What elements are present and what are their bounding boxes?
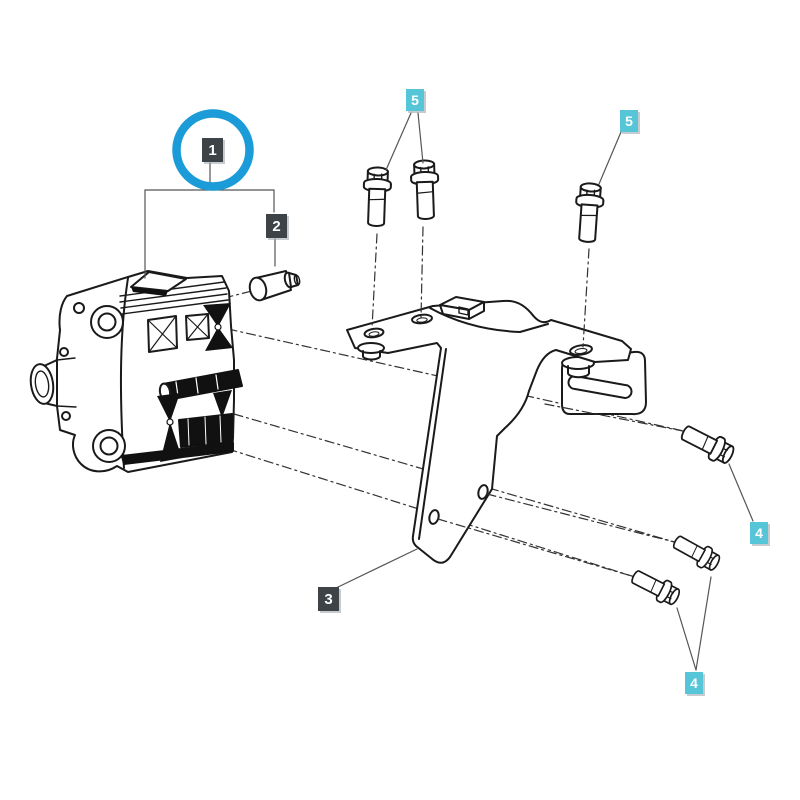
pump-boss-bottom bbox=[59, 347, 126, 463]
callout-5-badge-left[interactable]: 5 bbox=[406, 89, 424, 111]
assembly-axis-lines-front bbox=[437, 403, 689, 578]
flange-bolt-5-right[interactable] bbox=[572, 181, 606, 244]
callout-4-badge-upper[interactable]: 4 bbox=[750, 522, 768, 544]
highlight-circle bbox=[172, 109, 254, 191]
callout-3-badge[interactable]: 3 bbox=[318, 587, 339, 611]
callout-2-badge[interactable]: 2 bbox=[266, 214, 287, 238]
callout-5-badge-right[interactable]: 5 bbox=[620, 110, 638, 132]
pump-clamp-upper bbox=[203, 303, 233, 351]
flange-bolt-4-upper[interactable] bbox=[676, 419, 738, 469]
drive-unit[interactable] bbox=[28, 270, 243, 473]
mounting-bracket[interactable] bbox=[346, 296, 647, 564]
flange-bolt-5-middle[interactable] bbox=[409, 159, 441, 221]
bracket-bushing-left bbox=[357, 342, 385, 361]
flange-bolt-4-lower[interactable] bbox=[627, 564, 684, 610]
bracket-bolt-holes bbox=[363, 313, 593, 525]
callout-1-badge[interactable]: 1 bbox=[202, 138, 223, 162]
callout-lines bbox=[144, 112, 754, 671]
pump-boss-top bbox=[73, 302, 124, 339]
bolt-axis-lines bbox=[371, 226, 590, 348]
callout-4-badge-lower[interactable]: 4 bbox=[685, 672, 703, 694]
pump-shaft bbox=[29, 357, 77, 408]
flange-bolt-4-middle[interactable] bbox=[669, 530, 724, 575]
flange-bolt-5-left[interactable] bbox=[361, 166, 393, 228]
mounting-pin[interactable] bbox=[247, 270, 301, 302]
bracket-tab bbox=[439, 296, 485, 320]
bracket-bushing-right bbox=[561, 356, 595, 379]
